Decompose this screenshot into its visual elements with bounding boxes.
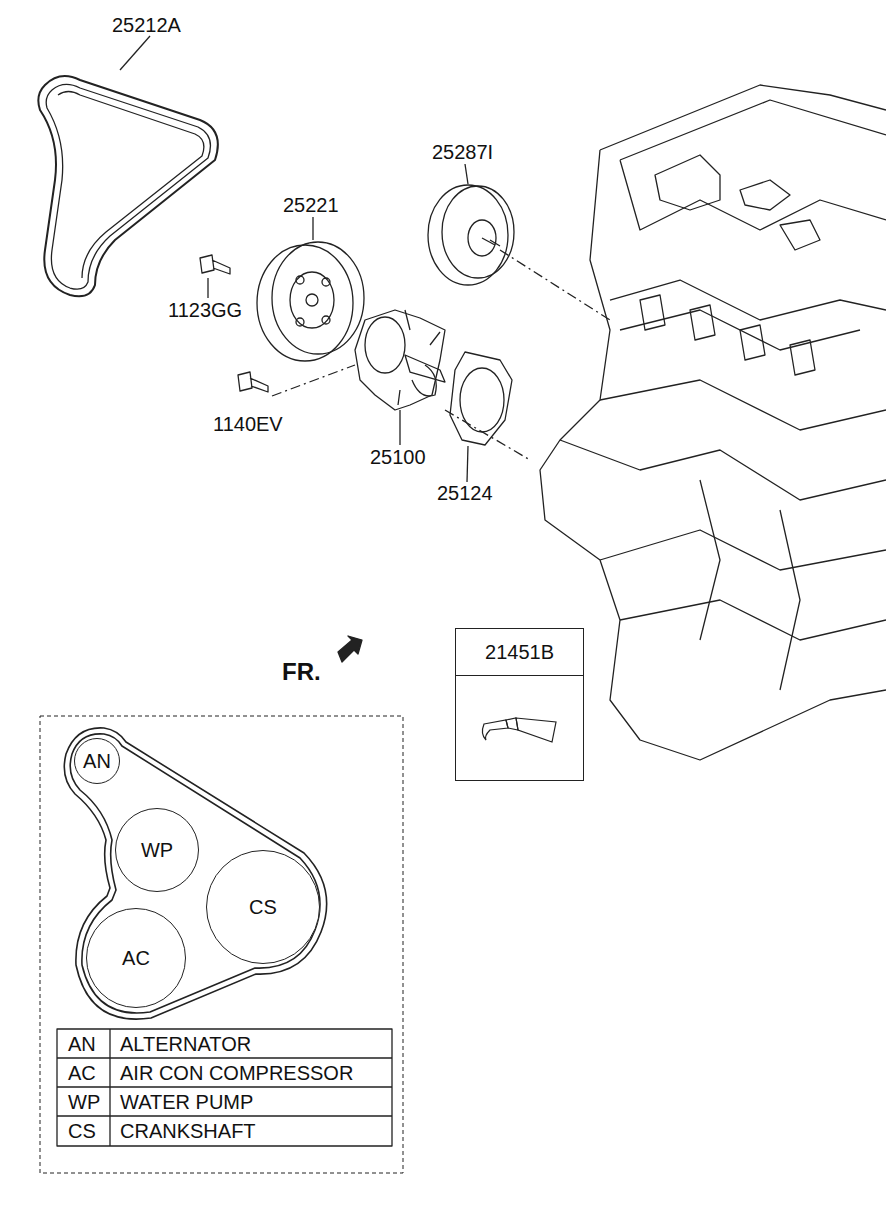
part-box: 21451B	[455, 628, 584, 781]
box-header: 21451B	[456, 629, 583, 676]
pulley-code: AN	[83, 750, 111, 773]
table-cell: AC	[68, 1061, 96, 1085]
pulley-circle: AN	[74, 738, 120, 784]
table-cell: CRANKSHAFT	[120, 1119, 256, 1143]
table-cell: CS	[68, 1119, 96, 1143]
callout-number: 25221	[283, 193, 339, 217]
table-cell: AIR CON COMPRESSOR	[120, 1061, 353, 1085]
callout-number: 25100	[370, 445, 426, 469]
callout-number: 25212A	[112, 13, 181, 37]
direction-label: FR.	[282, 658, 321, 686]
table-cell: AN	[68, 1032, 96, 1056]
pulley-code: CS	[249, 896, 277, 919]
table-cell: WATER PUMP	[120, 1090, 253, 1114]
part-number: 21451B	[485, 641, 554, 664]
callout-number: 25124	[437, 481, 493, 505]
table-cell: ALTERNATOR	[120, 1032, 251, 1056]
pulley-circle: AC	[86, 908, 186, 1008]
pulley-circle: CS	[206, 850, 320, 964]
pulley-code: AC	[122, 947, 150, 970]
table-cell: WP	[68, 1090, 100, 1114]
callout-number: 1140EV	[213, 412, 283, 436]
pulley-circle: WP	[115, 808, 199, 892]
pulley-code: WP	[141, 839, 173, 862]
callout-number: 25287I	[432, 140, 493, 164]
callout-number: 1123GG	[168, 298, 242, 322]
sealant-tube-icon	[456, 676, 583, 780]
